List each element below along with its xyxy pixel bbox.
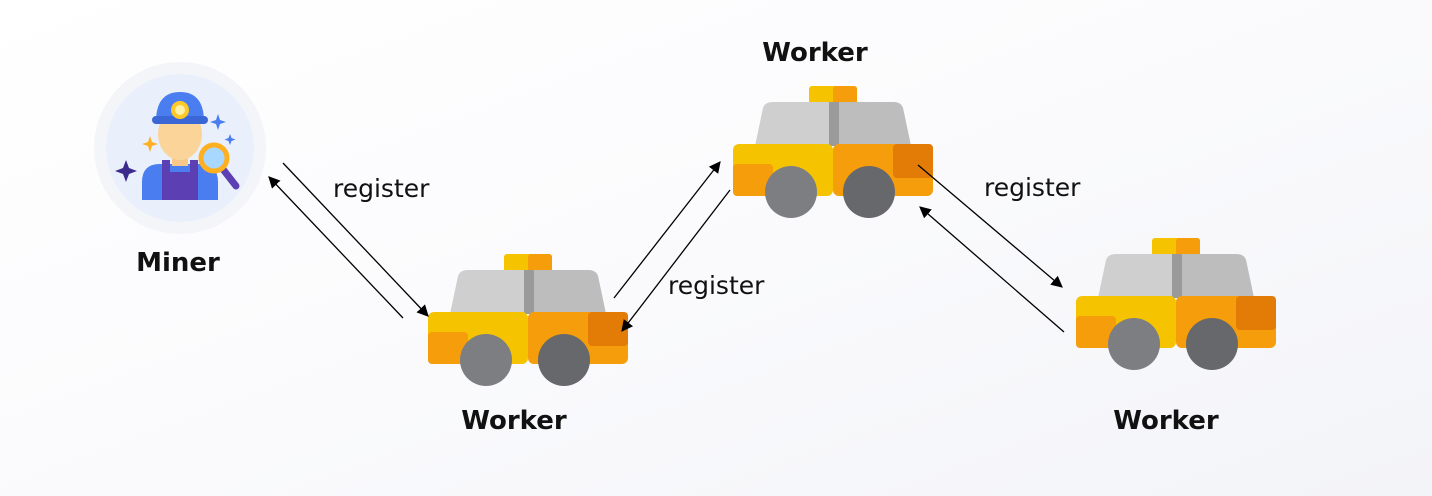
- taxi-icon-right-worker: [1076, 238, 1276, 370]
- arrow-worker-left-to-worker-top: [613, 161, 721, 299]
- arrow-worker-right-to-worker-top: [919, 206, 1065, 333]
- taxi-icon-left-worker: [428, 254, 628, 386]
- edge-label-miner-worker: register: [333, 174, 430, 203]
- miner-icon: [94, 62, 266, 234]
- arrow-miner-to-worker-left: [282, 162, 429, 317]
- worker-left-label: Worker: [461, 406, 567, 436]
- arrow-worker-left-to-miner: [268, 176, 404, 319]
- taxi-icon-top-worker: [733, 86, 933, 218]
- worker-right-label: Worker: [1113, 406, 1219, 436]
- arrow-worker-top-to-worker-left: [621, 189, 731, 332]
- worker-top-label: Worker: [762, 38, 868, 68]
- arrow-worker-top-to-worker-right: [917, 164, 1063, 288]
- edge-label-worker-left-top: register: [668, 271, 765, 300]
- edge-label-worker-top-right: register: [984, 173, 1081, 202]
- miner-label: Miner: [136, 248, 220, 278]
